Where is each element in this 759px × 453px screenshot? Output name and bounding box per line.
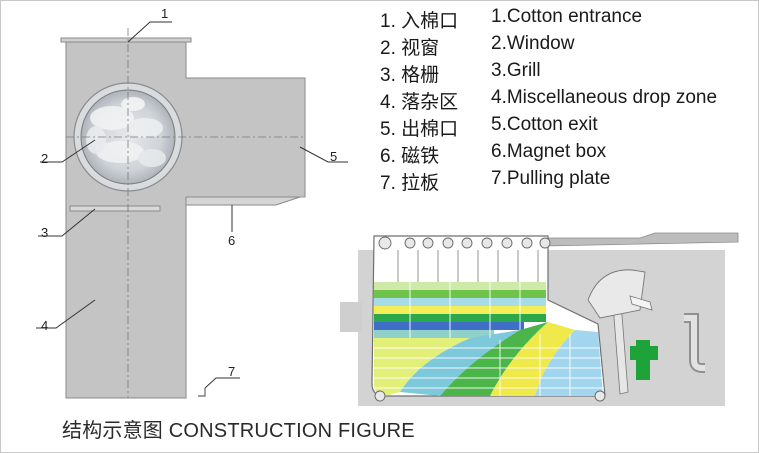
leader-lines [36, 21, 348, 389]
legend-cn-label: 落杂区 [401, 92, 459, 113]
legend-cn-label: 磁铁 [401, 146, 440, 167]
legend-en-label: 3.Grill [491, 60, 541, 81]
legend-en-label: 1.Cotton entrance [491, 6, 643, 27]
legend-num: 5. [380, 119, 396, 140]
legend-num: 7. [380, 173, 396, 194]
legend-en-label: 7.Pulling plate [491, 168, 611, 189]
legend-num: 4. [380, 92, 396, 113]
callout-6: 6 [228, 233, 236, 248]
legend-cn-label: 格栅 [401, 65, 440, 86]
grill-shape [69, 205, 161, 212]
center-lines [66, 28, 305, 398]
callout-1: 1 [161, 6, 169, 21]
figure-caption: 结构示意图 CONSTRUCTION FIGURE [62, 420, 415, 442]
legend-num: 3. [380, 65, 396, 86]
magnet-box-shape [185, 196, 301, 206]
callout-3: 3 [41, 225, 49, 240]
legend-en-label: 6.Magnet box [491, 141, 607, 162]
legend-num: 2. [380, 38, 396, 59]
legend-num: 6. [380, 146, 396, 167]
cotton-bed [371, 235, 606, 402]
legend-cn-label: 出棉口 [401, 119, 459, 140]
legend-num: 1. [380, 11, 396, 32]
pulling-plate-shape [198, 388, 206, 397]
legend-cn-label: 入棉口 [401, 11, 459, 32]
legend-cn-label: 拉板 [401, 173, 440, 194]
legend-en-label: 5.Cotton exit [491, 114, 598, 135]
callout-2: 2 [41, 151, 49, 166]
legend-en-label: 2.Window [491, 33, 575, 54]
legend-cn-label: 视窗 [401, 38, 440, 59]
callout-5: 5 [330, 149, 338, 164]
legend-en-label: 4.Miscellaneous drop zone [491, 87, 718, 108]
callout-7: 7 [228, 364, 236, 379]
callout-4: 4 [41, 318, 49, 333]
